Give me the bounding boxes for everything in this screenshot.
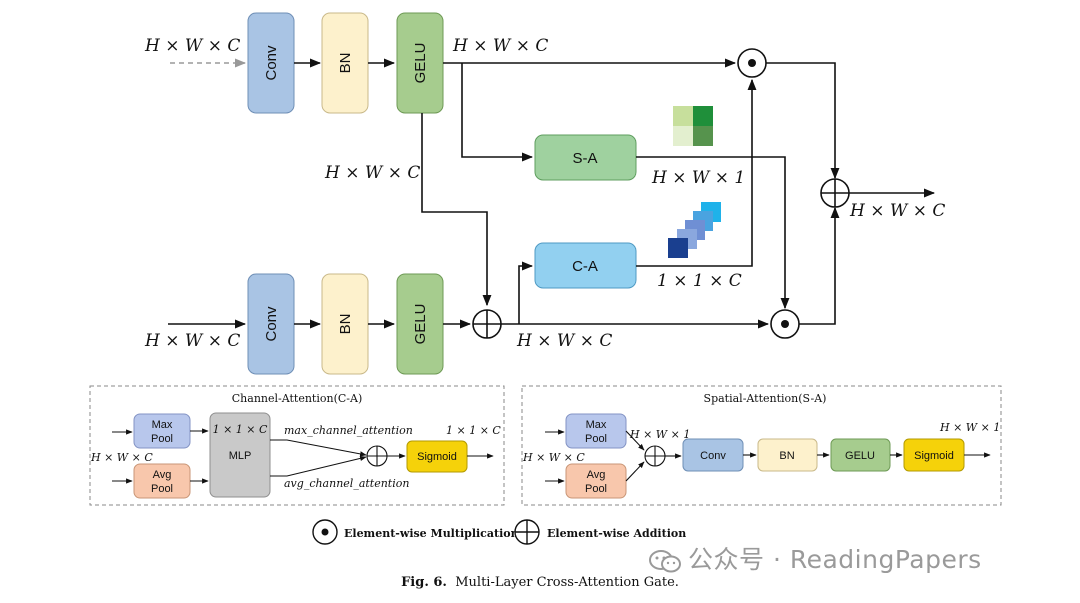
bottom-add-op <box>472 309 502 339</box>
top-mult-op <box>737 48 767 78</box>
bottom-bn-label: BN <box>337 314 354 335</box>
watermark: 公众号 · ReadingPapers <box>648 540 982 576</box>
dim-mid-left: H × W × C <box>324 163 420 183</box>
arrow-to-ca <box>518 261 534 324</box>
ca-avg-pool-line2: Pool <box>151 483 173 495</box>
sa-conv-label: Conv <box>700 450 726 462</box>
sa-gelu-label: GELU <box>845 450 875 462</box>
sa-avg-pool-block: Avg Pool <box>565 463 627 499</box>
legend: Element-wise Multiplication Element-wise… <box>312 519 686 545</box>
sa-max-pool-line2: Pool <box>585 433 607 445</box>
ca-sigmoid-label: Sigmoid <box>417 451 457 463</box>
sa-gelu-block: GELU <box>830 438 891 472</box>
dim-ca-out: 1 × 1 × C <box>657 271 742 291</box>
wechat-icon <box>649 550 681 573</box>
sa-label: S-A <box>572 150 597 167</box>
ca-out-dim: 1 × 1 × C <box>446 424 501 437</box>
watermark-text: 公众号 · ReadingPapers <box>688 545 982 574</box>
dim-sa-out: H × W × 1 <box>651 168 745 188</box>
ca-max-pool-block: Max Pool <box>133 413 191 449</box>
top-bn-block: BN <box>321 12 369 114</box>
sa-sigmoid-label: Sigmoid <box>914 450 954 462</box>
sa-add-op <box>644 445 666 467</box>
sa-avg-pool-line1: Avg <box>587 469 606 481</box>
ca-max-branch-arrow <box>270 439 367 457</box>
legend-mult-label: Element-wise Multiplication <box>344 527 519 540</box>
channel-vector-icon <box>668 202 721 258</box>
sa-max-pool-line1: Max <box>586 419 607 431</box>
ca-label: C-A <box>572 258 598 275</box>
spatial-map-icon <box>673 106 713 146</box>
ca-sigmoid-block: Sigmoid <box>406 440 468 473</box>
bottom-conv-label: Conv <box>263 306 280 342</box>
legend-add-icon <box>514 519 540 545</box>
sa-avg-pool-line2: Pool <box>585 483 607 495</box>
ca-mlp-label: MLP <box>229 450 252 462</box>
bottom-bn-block: BN <box>321 273 369 375</box>
figure-caption: Fig. 6. Multi-Layer Cross-Attention Gate… <box>0 575 1080 590</box>
dim-top-out: H × W × C <box>452 36 548 56</box>
arrow-ca-to-top-mult <box>636 78 757 267</box>
sa-panel-title: Spatial-Attention(S-A) <box>704 392 827 405</box>
top-bn-label: BN <box>337 53 354 74</box>
ca-input-dim: H × W × C <box>90 451 153 464</box>
ca-mlp-dim: 1 × 1 × C <box>213 423 268 436</box>
arrow-mult-to-add <box>766 62 840 180</box>
dim-top-in: H × W × C <box>144 36 240 56</box>
ca-avg-pool-line1: Avg <box>153 469 172 481</box>
arrow-bottom-mult-to-add <box>799 206 840 325</box>
caption-label: Fig. 6. <box>401 575 447 590</box>
sa-conv-block: Conv <box>682 438 744 472</box>
dim-bottom-in: H × W × C <box>144 331 240 351</box>
bottom-gelu-label: GELU <box>412 304 429 345</box>
ca-block: C-A <box>534 242 637 289</box>
ca-avg-label: avg_channel_attention <box>284 477 409 490</box>
arrow-sa-to-bottom-mult <box>636 156 790 310</box>
sa-out-dim: H × W × 1 <box>939 421 1000 434</box>
channel-attention-panel: Channel-Attention(C-A) H × W × C Max Poo… <box>89 385 505 506</box>
bottom-conv-block: Conv <box>247 273 295 375</box>
caption-text: Multi-Layer Cross-Attention Gate. <box>455 575 679 590</box>
top-gelu-label: GELU <box>412 43 429 84</box>
ca-avg-pool-block: Avg Pool <box>133 463 191 499</box>
arrow-gelu-to-sum <box>421 113 492 307</box>
ca-max-pool-line2: Pool <box>151 433 173 445</box>
sa-max-to-add-arrow <box>625 430 645 451</box>
sa-input-dim: H × W × C <box>522 451 585 464</box>
dim-final-out: H × W × C <box>849 201 945 221</box>
top-gelu-block: GELU <box>396 12 444 114</box>
legend-add-label: Element-wise Addition <box>547 527 686 540</box>
sa-bn-label: BN <box>779 450 794 462</box>
ca-panel-title: Channel-Attention(C-A) <box>232 392 362 405</box>
top-conv-label: Conv <box>263 45 280 81</box>
bottom-gelu-block: GELU <box>396 273 444 375</box>
spatial-attention-panel: Spatial-Attention(S-A) H × W × C Max Poo… <box>521 385 1002 506</box>
bottom-mult-op <box>770 309 800 339</box>
sa-sigmoid-block: Sigmoid <box>903 438 965 472</box>
dim-bottom-sum: H × W × C <box>516 331 612 351</box>
final-add-op <box>820 178 850 208</box>
ca-mlp-block: 1 × 1 × C MLP <box>209 412 271 498</box>
ca-avg-branch-arrow <box>270 455 367 477</box>
arrow-to-sa <box>461 63 534 162</box>
sa-avg-to-add-arrow <box>625 461 645 482</box>
ca-max-label: max_channel_attention <box>284 424 413 437</box>
top-conv-block: Conv <box>247 12 295 114</box>
sa-concat-dim: H × W × 1 <box>629 428 690 441</box>
ca-add-op <box>366 445 388 467</box>
sa-block: S-A <box>534 134 637 181</box>
sa-bn-block: BN <box>757 438 818 472</box>
ca-max-pool-line1: Max <box>152 419 173 431</box>
sa-max-pool-block: Max Pool <box>565 413 627 449</box>
legend-mult-icon <box>312 519 338 545</box>
